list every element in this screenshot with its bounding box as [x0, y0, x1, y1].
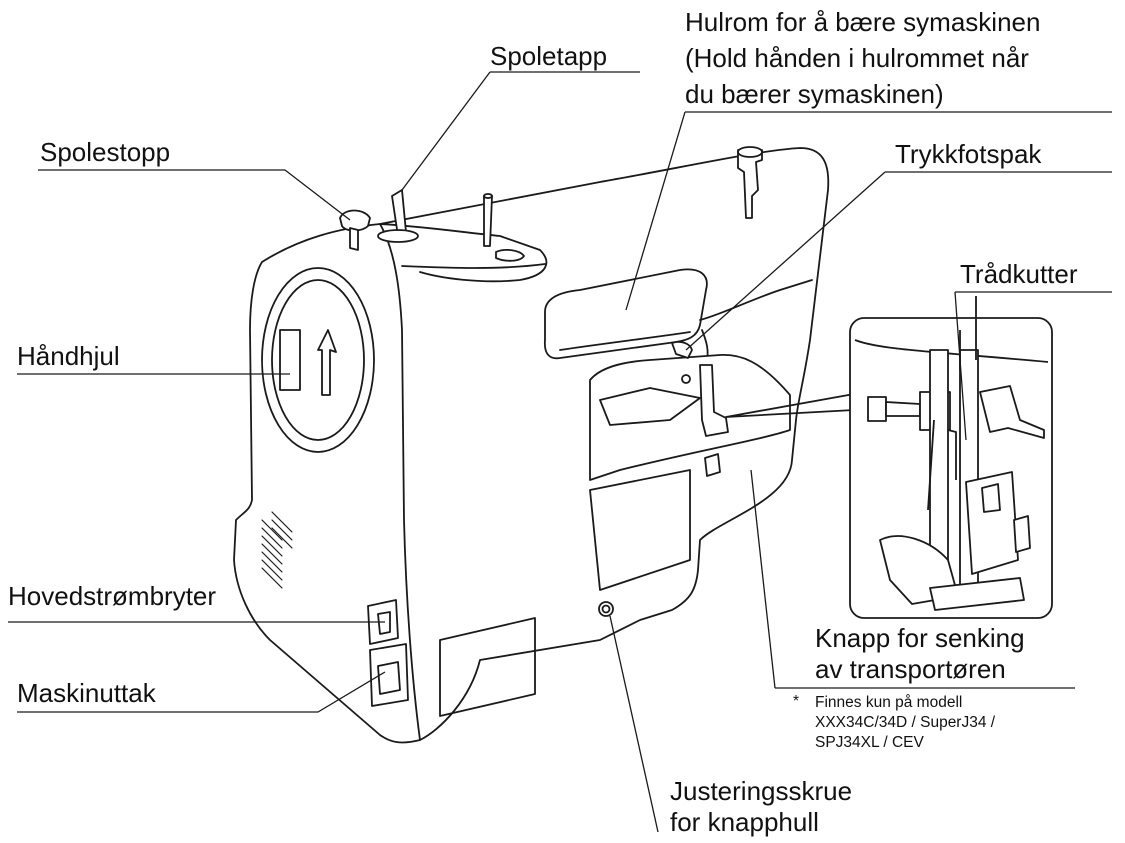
label-knapp-line2: av transportøren	[815, 654, 1006, 684]
top-ridge	[379, 223, 548, 283]
label-spoletapp: Spoletapp	[490, 41, 608, 71]
arm-front	[699, 279, 813, 321]
footnote-line2: XXX34C/34D / SuperJ34 /	[815, 714, 996, 731]
label-maskinuttak: Maskinuttak	[17, 678, 156, 708]
footnote-line3: SPJ34XL / CEV	[815, 734, 924, 751]
leader-maskinuttak	[17, 671, 386, 713]
leader-spolestopp	[38, 169, 351, 221]
thread-cutter-inset	[849, 296, 1053, 619]
handwheel-drawing	[261, 267, 375, 453]
leader-knapp	[750, 469, 1075, 689]
label-justering-line1: Justeringsskrue	[670, 776, 853, 806]
leader-spoletapp	[401, 71, 640, 191]
footnote-marker: *	[793, 693, 800, 710]
label-justering-line2: for knapphull	[670, 807, 819, 837]
leader-lines	[8, 71, 1112, 833]
vent-slots	[261, 511, 293, 589]
label-trykkfotspak: Trykkfotspak	[895, 139, 1042, 169]
label-traadkutter: Trådkutter	[960, 259, 1078, 289]
label-hulrom-line2: (Hold hånden i hulrommet når	[685, 43, 1029, 73]
machine-drawing	[233, 146, 855, 744]
label-hovedstroembryter: Hovedstrømbryter	[8, 581, 217, 611]
label-knapp-line1: Knapp for senking	[815, 623, 1025, 653]
leader-hulrom	[625, 111, 1112, 311]
leader-trykkfotspak	[685, 171, 1112, 351]
body-front-edge	[379, 223, 421, 741]
label-spolestopp: Spolestopp	[40, 137, 171, 167]
label-hulrom-line3: du bærer symaskinen)	[685, 79, 944, 109]
label-haandhjul: Håndhjul	[17, 341, 120, 371]
label-hulrom-line1: Hulrom for å bære symaskinen	[685, 7, 1041, 37]
presser-foot	[699, 364, 729, 437]
footnote-line1: Finnes kun på modell	[815, 694, 963, 711]
spool-stopper	[339, 209, 371, 232]
feed-dog-button	[704, 453, 721, 477]
leader-traadkutter	[954, 291, 1112, 441]
front-cover	[589, 354, 791, 481]
leader-justering	[609, 615, 659, 833]
